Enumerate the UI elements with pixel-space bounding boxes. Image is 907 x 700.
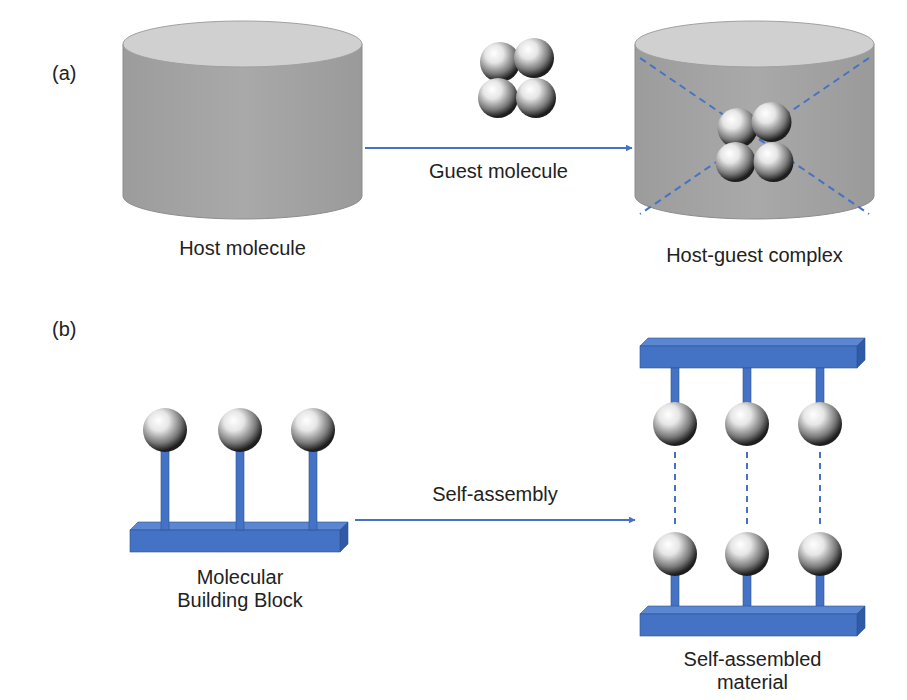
assembled-material-outline	[635, 328, 870, 644]
atom-sphere	[725, 402, 769, 446]
dashed-line	[640, 58, 869, 214]
node-label: Host-guest complex	[665, 244, 844, 267]
assembled-material: Self-assembled material	[635, 328, 870, 696]
atom-sphere	[478, 78, 518, 118]
building-block-outline	[125, 400, 355, 562]
cylinder-body	[123, 44, 362, 219]
atom-sphere	[653, 532, 697, 576]
linker-post	[309, 448, 317, 530]
linker-post	[161, 448, 169, 530]
node-label: Self-assembled material	[672, 648, 834, 694]
panel-label: (a)	[52, 62, 76, 85]
backbone-bar	[857, 338, 865, 368]
host-cylinder: Host molecule	[120, 18, 365, 262]
panel-label: (b)	[52, 318, 76, 341]
atom-sphere	[798, 402, 842, 446]
linker-post	[816, 368, 824, 404]
host-guest-cylinder-outline	[632, 18, 877, 240]
atom-sphere	[754, 142, 794, 182]
atom-sphere	[725, 532, 769, 576]
cylinder-body	[635, 44, 874, 219]
host-cylinder-outline	[120, 18, 365, 233]
backbone-bar	[340, 522, 348, 552]
arrow-label: Guest molecule	[426, 160, 571, 183]
backbone-bar	[640, 606, 865, 614]
atom-sphere	[798, 532, 842, 576]
linker-post	[671, 368, 679, 404]
dashed-bond	[746, 452, 748, 526]
atom-sphere	[653, 402, 697, 446]
reaction-arrow	[355, 519, 635, 521]
linker-post	[743, 368, 751, 404]
atom-sphere	[480, 42, 520, 82]
guest-molecule-illustration	[478, 38, 556, 118]
atom-sphere	[516, 78, 556, 118]
atom-sphere	[718, 108, 758, 148]
cylinder-top	[635, 21, 874, 67]
atom-sphere	[291, 408, 335, 452]
backbone-bar	[640, 346, 857, 368]
atom-sphere	[218, 408, 262, 452]
host-guest-cylinder: Host-guest complex	[632, 18, 877, 269]
building-block: Molecular Building Block	[125, 400, 355, 614]
node-label: Host molecule	[178, 237, 307, 260]
atom-sphere	[752, 102, 792, 142]
backbone-bar	[857, 606, 865, 636]
atom-sphere	[514, 38, 554, 78]
reaction-arrow	[365, 147, 632, 149]
atom-sphere	[716, 142, 756, 182]
backbone-bar	[640, 614, 857, 636]
backbone-bar	[640, 338, 865, 346]
dashed-bond	[674, 452, 676, 526]
backbone-bar	[130, 530, 340, 552]
dashed-bond	[819, 452, 821, 526]
cylinder-top	[123, 21, 362, 67]
arrow-label: Self-assembly	[429, 483, 561, 506]
atom-sphere	[143, 408, 187, 452]
linker-post	[236, 448, 244, 530]
dashed-line	[640, 58, 869, 214]
node-label: Molecular Building Block	[159, 566, 321, 612]
